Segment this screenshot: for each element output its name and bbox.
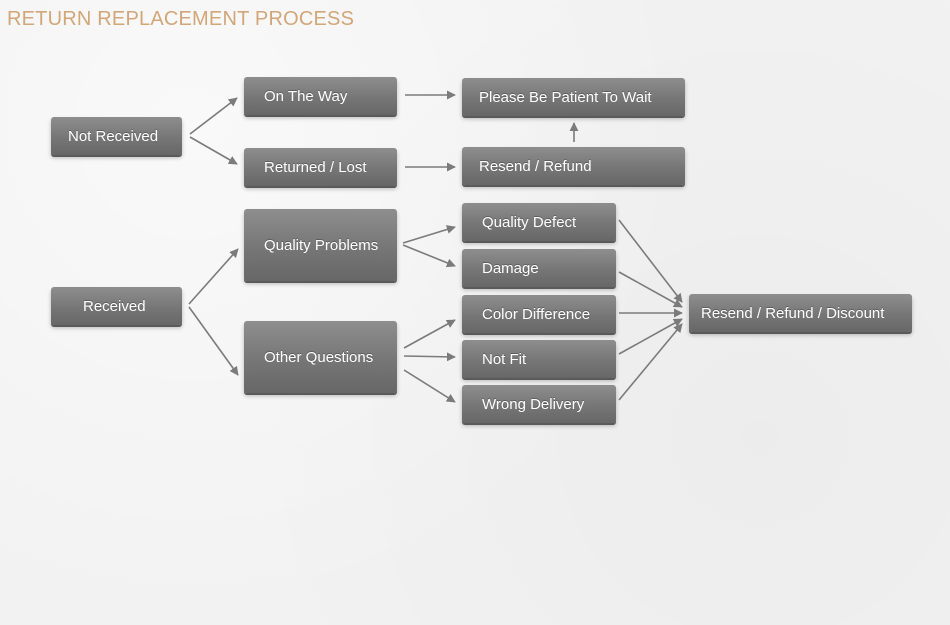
node-color-difference: Color Difference [462, 295, 616, 333]
arrow-received-to-quality-problems [188, 248, 239, 305]
arrow-not-fit-to-final [618, 318, 683, 355]
arrow-quality-problems-to-damage [402, 244, 456, 268]
node-not-fit: Not Fit [462, 340, 616, 378]
node-returned-lost: Returned / Lost [244, 148, 397, 186]
arrow-other-questions-to-color-difference [403, 319, 456, 349]
node-not-received: Not Received [51, 117, 182, 155]
arrow-not-received-to-on-the-way [189, 97, 238, 135]
node-please-be-patient: Please Be Patient To Wait [462, 78, 685, 116]
node-wrong-delivery: Wrong Delivery [462, 385, 616, 423]
node-quality-defect: Quality Defect [462, 203, 616, 241]
node-received: Received [51, 287, 182, 325]
arrow-wrong-delivery-to-final [618, 323, 683, 401]
arrow-received-to-other-questions [188, 306, 239, 376]
arrow-other-questions-to-not-fit [403, 352, 456, 362]
arrow-other-questions-to-wrong-delivery [403, 369, 456, 403]
node-quality-problems: Quality Problems [244, 209, 397, 281]
node-on-the-way: On The Way [244, 77, 397, 115]
node-damage: Damage [462, 249, 616, 287]
arrow-not-received-to-returned-lost [189, 136, 238, 165]
arrow-quality-problems-to-quality-defect [402, 225, 456, 244]
node-resend-refund-discount: Resend / Refund / Discount [689, 294, 912, 332]
arrow-quality-defect-to-final [618, 219, 683, 303]
diagram-title: RETURN REPLACEMENT PROCESS [7, 8, 355, 30]
node-resend-refund: Resend / Refund [462, 147, 685, 185]
node-other-questions: Other Questions [244, 321, 397, 393]
arrow-damage-to-final [618, 271, 683, 308]
